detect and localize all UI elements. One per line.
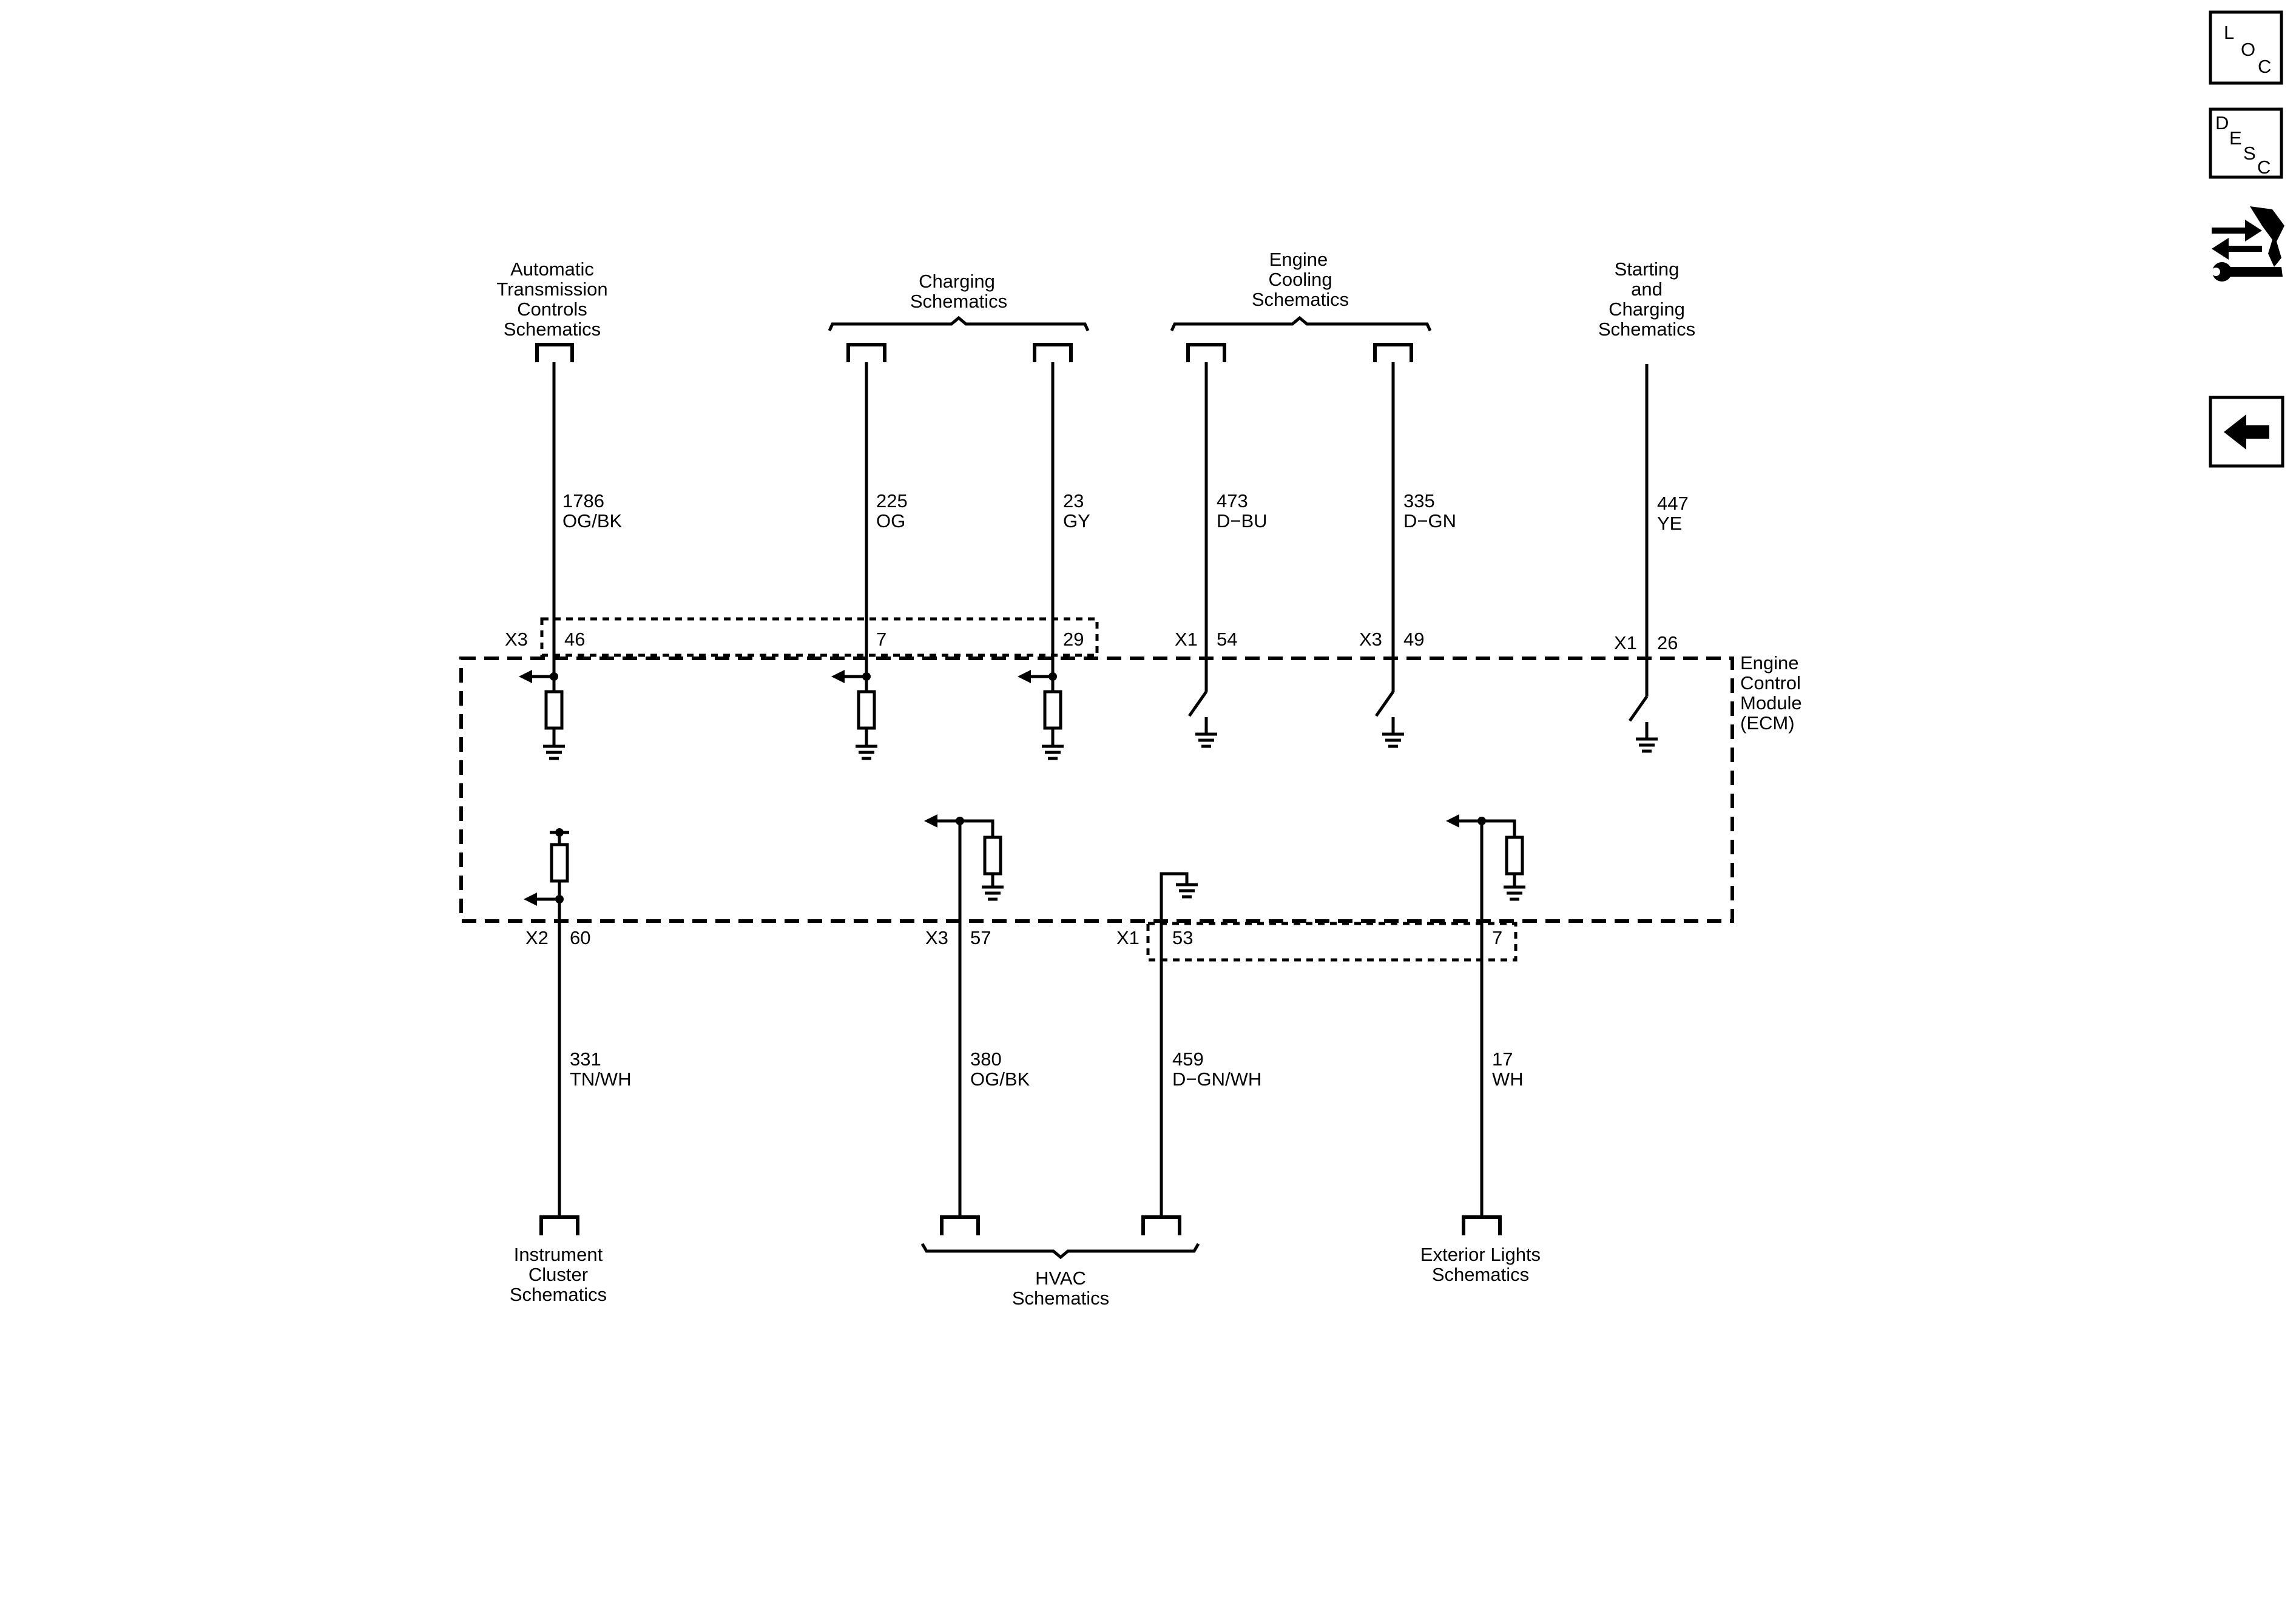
circuit-380[interactable]: X3 57 380 OG/BK bbox=[924, 814, 1030, 1235]
circuit-225[interactable]: 225 OG 7 bbox=[831, 343, 908, 760]
svg-text:X3: X3 bbox=[505, 629, 528, 650]
svg-text:26: 26 bbox=[1657, 632, 1678, 653]
svg-text:C: C bbox=[2258, 56, 2271, 77]
circuit-23[interactable]: 23 GY 29 bbox=[1018, 343, 1090, 760]
dest-instrument-cluster[interactable]: Instrument Cluster Schematics bbox=[510, 1244, 607, 1305]
svg-text:X1: X1 bbox=[1175, 629, 1198, 650]
svg-text:Schematics: Schematics bbox=[910, 291, 1007, 312]
svg-text:Schematics: Schematics bbox=[1012, 1288, 1109, 1309]
back-button[interactable] bbox=[2209, 396, 2284, 468]
svg-text:L: L bbox=[2224, 22, 2234, 43]
svg-text:17: 17 bbox=[1492, 1048, 1513, 1070]
svg-text:60: 60 bbox=[570, 927, 590, 948]
svg-text:WH: WH bbox=[1492, 1068, 1524, 1090]
svg-text:335: 335 bbox=[1403, 490, 1435, 511]
svg-text:Exterior Lights: Exterior Lights bbox=[1420, 1244, 1541, 1265]
desc-button[interactable]: D E S C bbox=[2209, 107, 2283, 179]
circuit-1786[interactable]: 1786 OG/BK X3 46 bbox=[505, 343, 623, 760]
svg-text:D−GN: D−GN bbox=[1403, 510, 1456, 532]
svg-text:49: 49 bbox=[1403, 629, 1424, 650]
svg-text:Schematics: Schematics bbox=[1252, 289, 1349, 310]
svg-text:(ECM): (ECM) bbox=[1740, 712, 1795, 734]
svg-text:TN/WH: TN/WH bbox=[570, 1068, 632, 1090]
svg-text:53: 53 bbox=[1172, 927, 1193, 948]
circuit-335[interactable]: 335 D−GN X3 49 bbox=[1359, 343, 1456, 748]
brace-cooling bbox=[1170, 316, 1432, 332]
svg-text:57: 57 bbox=[970, 927, 991, 948]
svg-text:S: S bbox=[2243, 143, 2256, 164]
svg-text:Charging: Charging bbox=[919, 271, 995, 292]
svg-text:7: 7 bbox=[1492, 927, 1502, 948]
dest-automatic-transmission[interactable]: Automatic Transmission Controls Schemati… bbox=[496, 258, 607, 340]
svg-text:Transmission: Transmission bbox=[496, 279, 607, 300]
svg-text:380: 380 bbox=[970, 1048, 1002, 1070]
circuit-447[interactable]: 447 YE X1 26 bbox=[1614, 364, 1689, 753]
svg-text:331: 331 bbox=[570, 1048, 601, 1070]
svg-text:Schematics: Schematics bbox=[1598, 319, 1695, 340]
svg-text:Instrument: Instrument bbox=[514, 1244, 603, 1265]
svg-text:Cooling: Cooling bbox=[1268, 269, 1332, 290]
svg-text:X2: X2 bbox=[525, 927, 549, 948]
svg-text:D: D bbox=[2215, 112, 2229, 133]
circuit-459[interactable]: X1 53 459 D−GN/WH bbox=[1116, 872, 1261, 1235]
svg-text:X1: X1 bbox=[1614, 632, 1637, 653]
dest-exterior-lights[interactable]: Exterior Lights Schematics bbox=[1420, 1244, 1541, 1285]
back-arrow-icon bbox=[2224, 414, 2269, 450]
dest-charging[interactable]: Charging Schematics bbox=[910, 271, 1007, 312]
circuit-17[interactable]: 7 17 WH bbox=[1446, 814, 1525, 1235]
svg-text:D−GN/WH: D−GN/WH bbox=[1172, 1068, 1261, 1090]
svg-text:1786: 1786 bbox=[562, 490, 604, 511]
svg-text:Controls: Controls bbox=[517, 299, 587, 320]
svg-text:OG/BK: OG/BK bbox=[970, 1068, 1030, 1090]
svg-text:225: 225 bbox=[876, 490, 908, 511]
circuit-473[interactable]: 473 D−BU X1 54 bbox=[1175, 343, 1268, 748]
svg-text:X3: X3 bbox=[1359, 629, 1382, 650]
ecm-boundary bbox=[459, 657, 1734, 923]
svg-text:29: 29 bbox=[1063, 629, 1084, 650]
svg-text:46: 46 bbox=[564, 629, 585, 650]
dest-engine-cooling[interactable]: Engine Cooling Schematics bbox=[1252, 249, 1349, 310]
svg-text:HVAC: HVAC bbox=[1035, 1268, 1086, 1289]
svg-text:Schematics: Schematics bbox=[510, 1284, 607, 1305]
brace-hvac bbox=[920, 1243, 1200, 1260]
svg-text:GY: GY bbox=[1063, 510, 1090, 532]
svg-text:473: 473 bbox=[1217, 490, 1248, 511]
svg-text:and: and bbox=[1631, 279, 1663, 300]
svg-text:O: O bbox=[2241, 39, 2255, 60]
svg-text:C: C bbox=[2257, 157, 2271, 178]
svg-text:Automatic: Automatic bbox=[510, 258, 594, 280]
svg-text:Schematics: Schematics bbox=[1432, 1264, 1529, 1285]
dest-starting-charging[interactable]: Starting and Charging Schematics bbox=[1598, 258, 1695, 340]
circuit-331[interactable]: X2 60 331 TN/WH bbox=[524, 828, 632, 1235]
brace-charging bbox=[828, 316, 1090, 332]
svg-text:459: 459 bbox=[1172, 1048, 1204, 1070]
svg-text:23: 23 bbox=[1063, 490, 1084, 511]
svg-text:54: 54 bbox=[1217, 629, 1237, 650]
svg-text:OG: OG bbox=[876, 510, 905, 532]
svg-text:E: E bbox=[2229, 127, 2242, 149]
svg-text:Charging: Charging bbox=[1609, 299, 1685, 320]
svg-text:7: 7 bbox=[876, 629, 886, 650]
svg-text:X3: X3 bbox=[925, 927, 948, 948]
svg-text:Module: Module bbox=[1740, 692, 1802, 714]
svg-text:YE: YE bbox=[1657, 513, 1682, 534]
svg-text:Cluster: Cluster bbox=[528, 1264, 588, 1285]
svg-text:447: 447 bbox=[1657, 493, 1689, 514]
ecm-label: Engine Control Module (ECM) bbox=[1740, 652, 1802, 734]
svg-text:Control: Control bbox=[1740, 672, 1801, 694]
wrench-arrows-icon[interactable] bbox=[2212, 206, 2284, 282]
svg-text:D−BU: D−BU bbox=[1217, 510, 1268, 532]
loc-button[interactable]: L O C bbox=[2209, 10, 2283, 85]
svg-text:Schematics: Schematics bbox=[504, 319, 601, 340]
svg-text:Engine: Engine bbox=[1269, 249, 1328, 270]
svg-text:X1: X1 bbox=[1116, 927, 1140, 948]
connector-x1-group bbox=[1146, 922, 1518, 962]
svg-text:Starting: Starting bbox=[1615, 258, 1680, 280]
svg-text:OG/BK: OG/BK bbox=[562, 510, 623, 532]
connector-x3-group bbox=[540, 617, 1099, 657]
svg-text:Engine: Engine bbox=[1740, 652, 1799, 673]
dest-hvac[interactable]: HVAC Schematics bbox=[1012, 1268, 1109, 1309]
